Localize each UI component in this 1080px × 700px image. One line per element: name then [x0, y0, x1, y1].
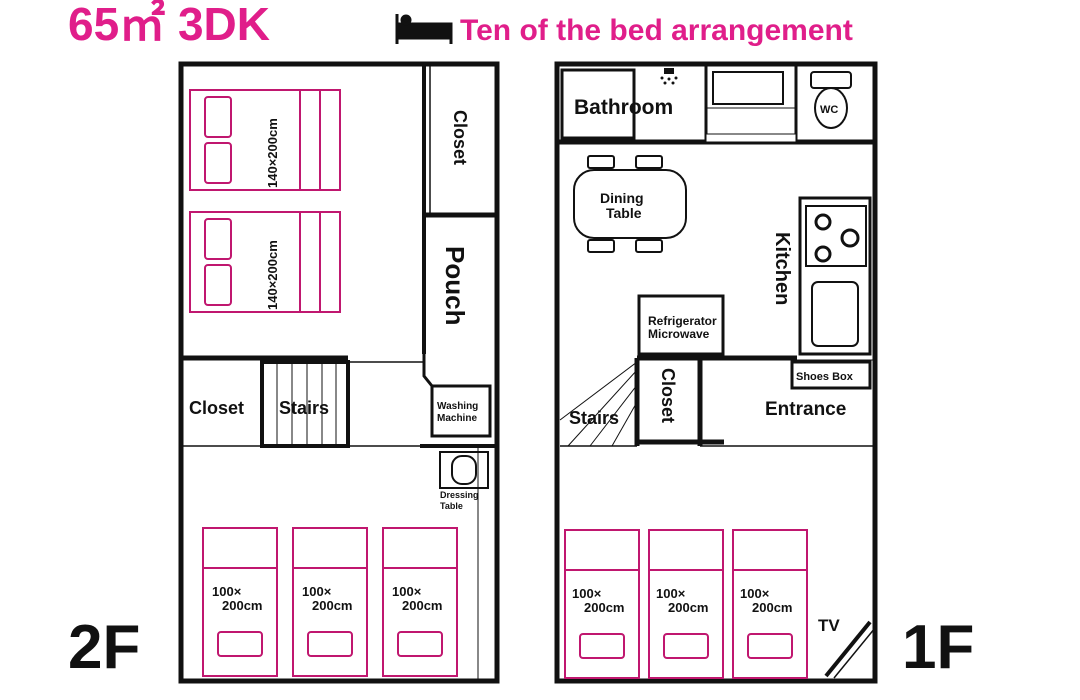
- double-bed: [189, 89, 341, 191]
- closet-label: Closet: [658, 368, 678, 423]
- stairs-label: Stairs: [569, 408, 619, 428]
- bed-size-line2: 200cm: [584, 600, 624, 615]
- washing-machine-label: Washing: [437, 401, 478, 412]
- double-bed: [189, 211, 341, 313]
- stairs-label: Stairs: [279, 398, 329, 418]
- single-bed: [382, 527, 458, 677]
- closet-label: Closet: [450, 110, 470, 165]
- bed-size-line1: 100×: [572, 586, 602, 601]
- bed-size-line2: 200cm: [402, 598, 442, 613]
- kitchen-label: Kitchen: [771, 232, 793, 305]
- refrigerator-label: Refrigerator: [648, 314, 717, 328]
- area-title: 65㎡ 3DK: [68, 0, 270, 50]
- pouch-label: Pouch: [440, 246, 470, 325]
- dining-table-label: Table: [606, 205, 642, 221]
- bed-size-line2: 200cm: [668, 600, 708, 615]
- bed-size-line1: 100×: [302, 584, 332, 599]
- dining-table-label: Dining: [600, 190, 644, 206]
- bed-size-line2: 200cm: [312, 598, 352, 613]
- single-bed: [732, 529, 808, 679]
- bed-size-line1: 100×: [212, 584, 242, 599]
- floor-label-1f: 1F: [902, 613, 974, 682]
- double-bed-size: 140×200cm: [265, 240, 280, 310]
- subtitle: Ten of the bed arrangement: [460, 14, 853, 47]
- single-bed: [202, 527, 278, 677]
- floor-2f: [178, 61, 500, 684]
- bathroom-label: Bathroom: [574, 96, 673, 119]
- closet-label: Closet: [189, 398, 244, 418]
- entrance-label: Entrance: [765, 399, 846, 420]
- dressing-table-label: Dressing: [440, 490, 479, 500]
- microwave-label: Microwave: [648, 327, 710, 341]
- floor-1f: [554, 61, 878, 684]
- bed-size-line1: 100×: [392, 584, 422, 599]
- bed-size-line2: 200cm: [222, 598, 262, 613]
- double-bed-size: 140×200cm: [265, 118, 280, 188]
- single-bed: [292, 527, 368, 677]
- single-bed: [564, 529, 640, 679]
- washing-machine-label: Machine: [437, 413, 477, 424]
- bed-size-line1: 100×: [656, 586, 686, 601]
- shower-icon: [660, 68, 678, 85]
- wc-label: WC: [820, 104, 838, 116]
- dressing-table-label: Table: [440, 501, 463, 511]
- shoes-box-label: Shoes Box: [796, 371, 854, 383]
- floor-label-2f: 2F: [68, 613, 140, 682]
- tv-label: TV: [818, 616, 840, 635]
- bed-size-line2: 200cm: [752, 600, 792, 615]
- single-bed: [648, 529, 724, 679]
- bed-icon: [395, 14, 453, 44]
- bed-size-line1: 100×: [740, 586, 770, 601]
